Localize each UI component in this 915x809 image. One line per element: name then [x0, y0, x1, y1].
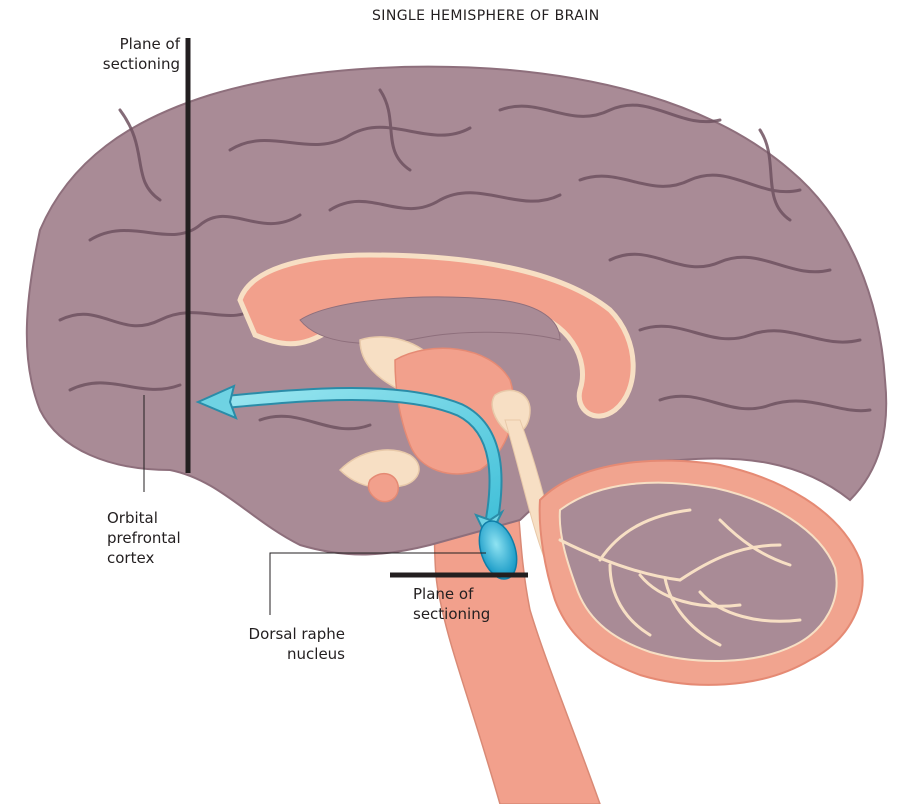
- plane-bottom-line1: Plane of: [413, 584, 490, 604]
- plane-top-label: Plane of sectioning: [80, 34, 180, 74]
- dorsal-line1: Dorsal raphe: [215, 624, 345, 644]
- plane-top-line1: Plane of: [80, 34, 180, 54]
- orbital-line3: cortex: [107, 548, 181, 568]
- diagram-title: SINGLE HEMISPHERE OF BRAIN: [372, 6, 600, 26]
- orbital-line2: prefrontal: [107, 528, 181, 548]
- plane-bottom-label: Plane of sectioning: [413, 584, 490, 624]
- orbital-label: Orbital prefrontal cortex: [107, 508, 181, 568]
- orbital-line1: Orbital: [107, 508, 181, 528]
- plane-bottom-line2: sectioning: [413, 604, 490, 624]
- dorsal-line2: nucleus: [215, 644, 345, 664]
- dorsal-label: Dorsal raphe nucleus: [215, 624, 345, 664]
- plane-top-line2: sectioning: [80, 54, 180, 74]
